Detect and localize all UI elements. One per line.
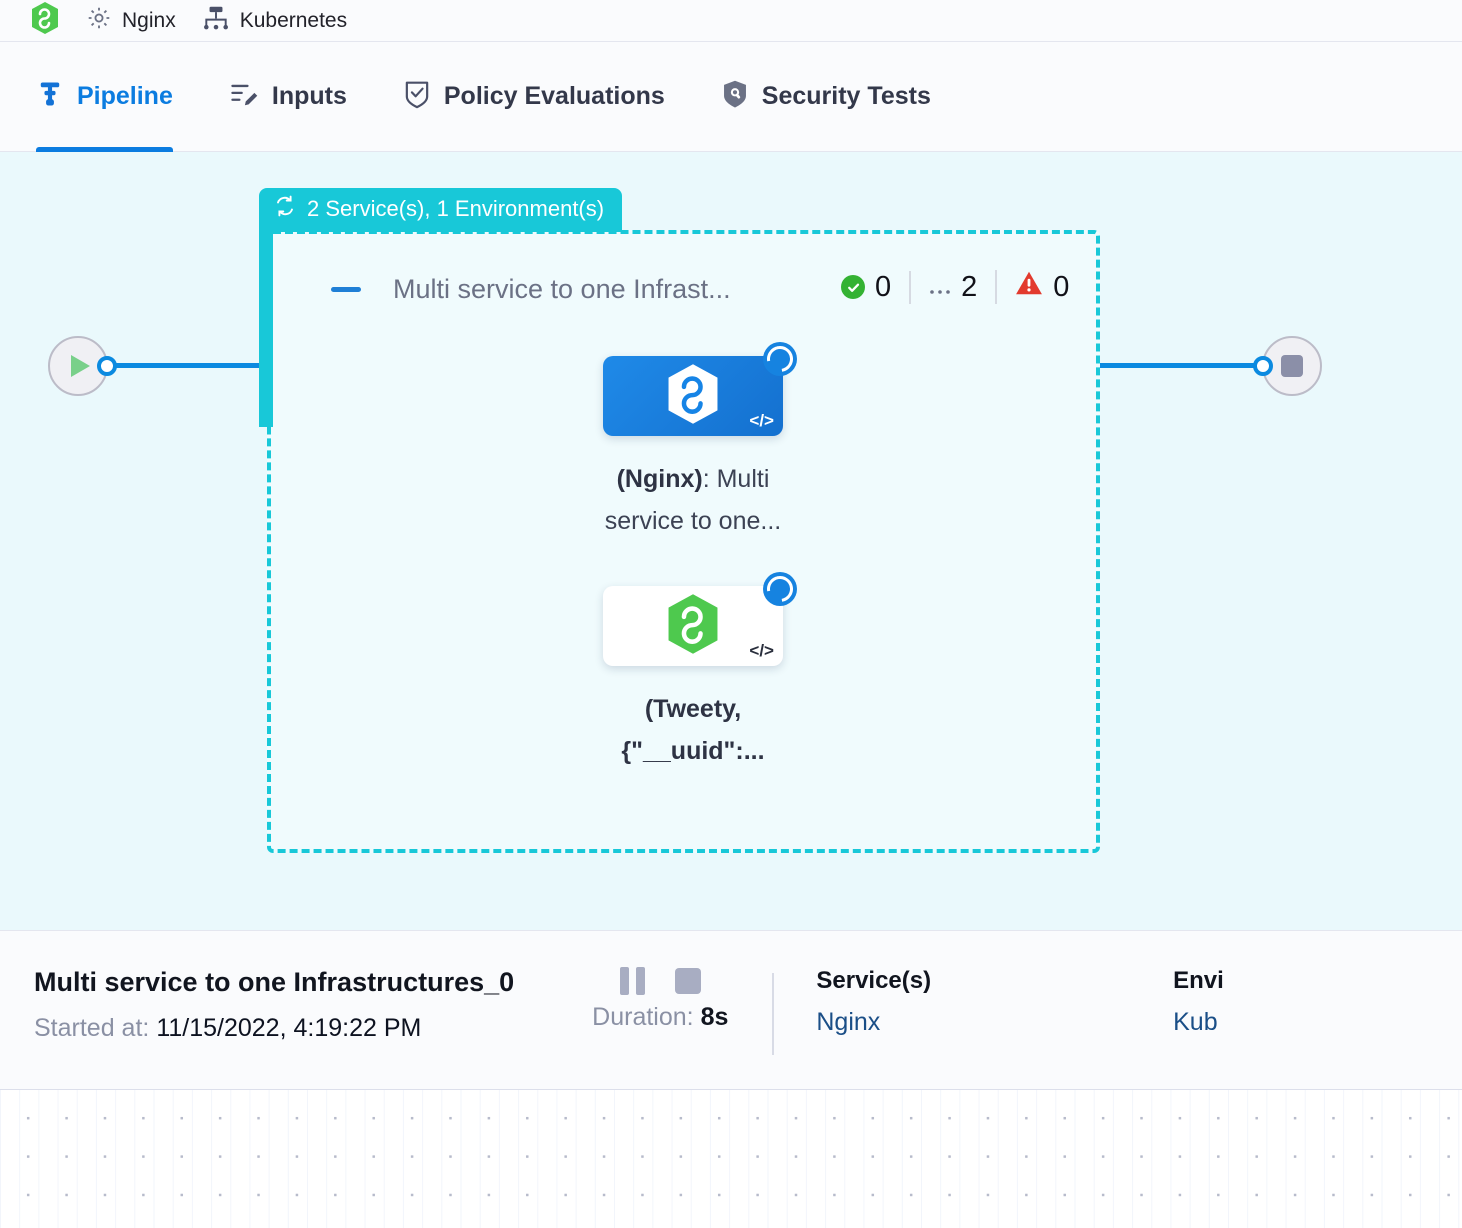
breadcrumb-label-kubernetes: Kubernetes [239,8,348,32]
collapse-dash-icon[interactable] [331,287,361,292]
tab-security-tests[interactable]: Security Tests [721,42,959,152]
stop-icon [1281,355,1303,377]
pipeline-canvas[interactable]: 2 Service(s), 1 Environment(s) Multi ser… [0,152,1462,930]
panel-title: Multi service to one Infrastructures_0 [34,967,515,997]
dotted-grid-canvas[interactable] [0,1090,1462,1228]
policy-shield-icon [403,79,431,114]
breadcrumb-item-logo[interactable] [30,1,60,40]
execution-controls [619,967,701,995]
panel-environments-block: Envi Kub [1173,967,1224,1037]
tab-label-pipeline: Pipeline [77,82,173,110]
code-brackets-icon[interactable]: </> [749,641,774,660]
tab-policy-evaluations[interactable]: Policy Evaluations [403,42,693,152]
wire-start-to-group [110,363,270,368]
service-node-nginx-label: (Nginx): Multi service to one... [603,458,783,542]
counter-failed-value: 0 [1053,270,1070,303]
end-node[interactable] [1253,336,1322,396]
panel-environments-heading: Envi [1173,967,1224,994]
counter-failed: 0 [995,270,1087,304]
tab-bar: Pipeline Inputs Policy Evaluations [0,42,1462,152]
panel-environments-value[interactable]: Kub [1173,1008,1218,1036]
play-icon [71,355,90,377]
service-node-tweety-label-bold: (Tweety, {"__uuid":... [621,695,765,765]
running-spinner-icon [761,570,799,608]
gear-icon [86,5,112,36]
panel-services-value[interactable]: Nginx [816,1008,881,1036]
panel-controls-block: Duration: 8s [592,967,728,1032]
group-title-row: Multi service to one Infrast... [331,274,1076,305]
pause-icon[interactable] [619,967,645,995]
warning-triangle-icon [1015,270,1043,304]
check-circle-icon [841,275,865,299]
panel-started-at-label: Started at: [34,1014,150,1042]
tab-label-inputs: Inputs [271,82,347,110]
group-left-bar [259,215,273,427]
service-node-nginx-label-bold: (Nginx) [616,465,703,493]
panel-duration: Duration: 8s [592,1003,728,1032]
counter-pending-value: 2 [961,270,978,303]
group-title: Multi service to one Infrast... [393,274,731,304]
wire-group-to-end [1098,363,1270,368]
tab-inputs[interactable]: Inputs [229,42,375,152]
group-counters: 0 2 [841,270,1087,304]
kubernetes-icon [202,5,230,36]
harness-hexagon-logo-white [664,362,722,431]
service-node-tweety-label: (Tweety, {"__uuid":... [603,688,783,772]
tab-pipeline[interactable]: Pipeline [36,42,201,152]
group-header-tab[interactable]: 2 Service(s), 1 Environment(s) [259,188,623,232]
breadcrumb-label-nginx: Nginx [122,8,176,32]
breadcrumb-item-nginx[interactable]: Nginx [86,5,176,36]
pipeline-icon [36,79,64,114]
tab-label-policy-evaluations: Policy Evaluations [443,82,665,110]
harness-hexagon-logo [30,1,60,40]
panel-started-at-value: 11/15/2022, 4:19:22 PM [156,1014,422,1042]
inputs-icon [229,80,259,113]
panel-services-heading: Service(s) [816,967,932,994]
panel-divider [772,973,775,1055]
start-node-handle[interactable] [97,356,117,376]
running-spinner-icon [761,340,799,378]
group-container[interactable]: Multi service to one Infrast... 0 [267,230,1100,853]
tab-label-security-tests: Security Tests [761,82,931,110]
group-tab-label: 2 Service(s), 1 Environment(s) [307,196,605,221]
start-node[interactable] [48,336,117,396]
harness-hexagon-logo-green [664,592,722,661]
end-node-handle[interactable] [1253,356,1273,376]
panel-started-at: Started at: 11/15/2022, 4:19:22 PM [34,1014,514,1043]
breadcrumb-item-kubernetes[interactable]: Kubernetes [202,5,347,36]
panel-duration-value: 8s [700,1003,729,1031]
counter-pending: 2 [909,270,995,304]
panel-duration-label: Duration: [592,1003,694,1031]
ellipsis-icon [929,271,951,304]
counter-success-value: 0 [875,270,892,303]
service-node-nginx[interactable]: </> (Nginx): Multi service to one... [603,340,799,542]
code-brackets-icon[interactable]: </> [749,411,774,430]
execution-detail-panel: Multi service to one Infrastructures_0 S… [0,930,1462,1090]
service-node-nginx-card[interactable]: </> [603,340,799,436]
service-node-nginx-label-rest: : Multi service to one... [604,465,782,535]
service-node-tweety-card[interactable]: </> [603,570,799,666]
breadcrumb: Nginx Kubernetes [0,0,1462,42]
service-node-tweety[interactable]: </> (Tweety, {"__uuid":... [603,570,799,772]
stop-icon[interactable] [674,968,701,994]
counter-success: 0 [841,271,909,304]
panel-left-block: Multi service to one Infrastructures_0 S… [34,967,514,1043]
security-shield-icon [721,79,749,114]
loop-rollback-icon [273,194,297,224]
panel-services-block: Service(s) Nginx [816,967,931,1037]
